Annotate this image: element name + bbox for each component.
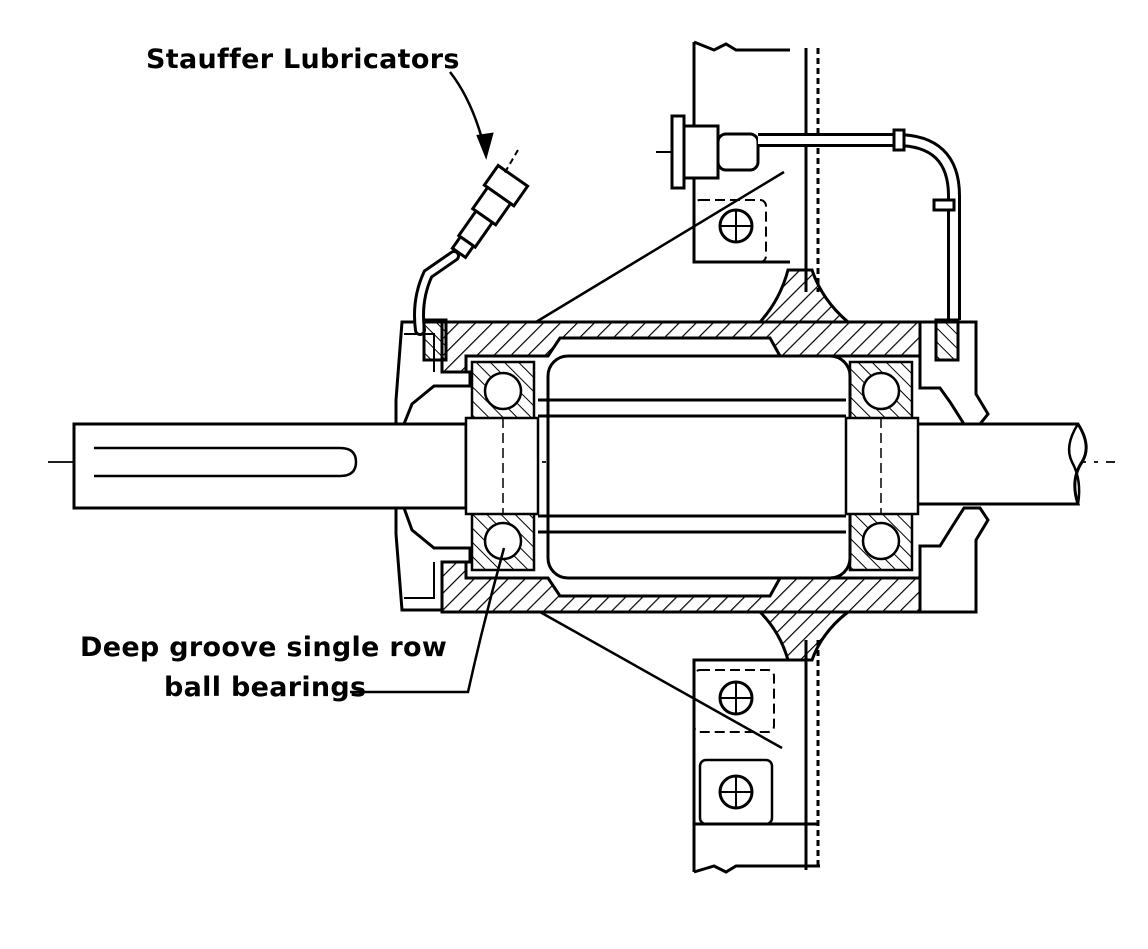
- frame-upper: [692, 40, 820, 292]
- leader-lines: [350, 71, 506, 694]
- ball-bearing-right: [844, 360, 920, 572]
- shaft: [72, 422, 1088, 510]
- tie-lines: [535, 170, 785, 750]
- bearing-housing: [394, 268, 990, 662]
- frame-lower: [692, 640, 820, 874]
- lubricator-label: Stauffer Lubricators: [146, 44, 460, 75]
- stauffer-lubricator-left: [413, 149, 530, 362]
- bearing-label-line1: Deep groove single row: [80, 632, 448, 663]
- stauffer-lubricator-right: [656, 114, 961, 362]
- ball-bearing-left: [464, 360, 540, 572]
- sleeve: [538, 398, 846, 534]
- bearing-label-line2: ball bearings: [164, 672, 367, 703]
